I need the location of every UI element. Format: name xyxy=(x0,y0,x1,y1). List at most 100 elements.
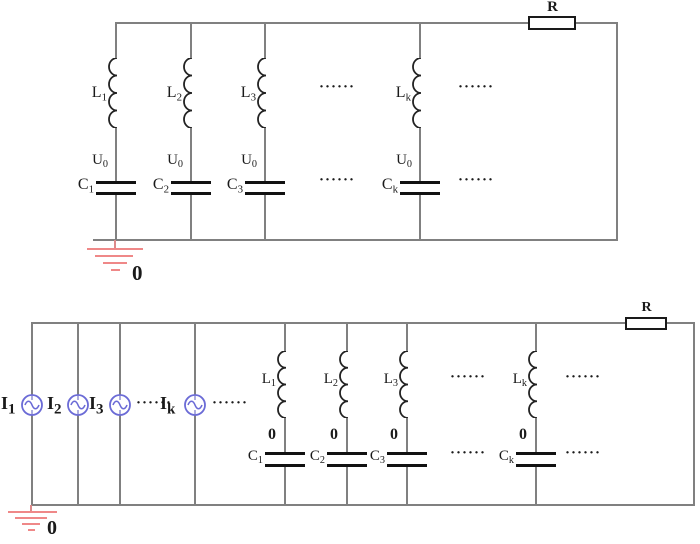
capacitor-symbol xyxy=(516,452,556,455)
capacitor-symbol xyxy=(171,192,211,195)
branch-wire xyxy=(346,418,348,452)
branch-wire xyxy=(535,467,537,504)
node-voltage-label: U0 xyxy=(396,152,412,171)
capacitor-symbol xyxy=(516,464,556,467)
capacitor-symbol xyxy=(327,464,367,467)
node-voltage-label: U0 xyxy=(167,152,183,171)
resistor-label: R xyxy=(547,0,558,15)
ellipsis-dots: ······ xyxy=(450,369,487,385)
ground-label: 0 xyxy=(132,261,143,285)
ac-current-source-icon xyxy=(21,394,43,416)
ground-label: 0 xyxy=(47,517,57,539)
branch-wire xyxy=(190,195,192,239)
branch-wire xyxy=(115,195,117,239)
branch-wire xyxy=(406,418,408,452)
bottom-circuit-top-wire xyxy=(31,322,695,324)
ellipsis-dots: ······ xyxy=(450,445,487,461)
inductor-symbol xyxy=(412,58,422,128)
capacitor-label: C3 xyxy=(369,448,385,467)
branch-wire xyxy=(419,195,421,239)
ellipsis-dots: ······ xyxy=(565,445,602,461)
inductor-label: L3 xyxy=(383,371,398,390)
node-voltage-label: 0 xyxy=(519,426,527,443)
branch-wire xyxy=(264,195,266,239)
bottom-circuit-bottom-wire xyxy=(31,504,695,506)
ellipsis-dots: ······ xyxy=(136,395,173,411)
capacitor-label: Ck xyxy=(381,176,398,196)
inductor-symbol xyxy=(277,351,287,418)
node-voltage-label: U0 xyxy=(241,152,257,171)
ellipsis-dots: ······ xyxy=(319,79,356,95)
capacitor-label: C2 xyxy=(309,448,325,467)
ac-current-source-icon xyxy=(109,394,131,416)
inductor-symbol xyxy=(528,351,538,418)
branch-wire xyxy=(115,22,117,58)
branch-wire xyxy=(346,467,348,504)
branch-wire xyxy=(284,322,286,352)
branch-wire xyxy=(535,322,537,352)
node-voltage-label: 0 xyxy=(330,426,338,443)
capacitor-symbol xyxy=(387,452,427,455)
branch-wire xyxy=(264,22,266,58)
inductor-label: L1 xyxy=(91,84,107,104)
current-source-label: I1 xyxy=(1,393,16,418)
branch-wire xyxy=(535,418,537,452)
inductor-symbol xyxy=(399,351,409,418)
branch-wire xyxy=(406,467,408,504)
top-circuit-top-wire xyxy=(115,22,618,24)
branch-wire xyxy=(190,22,192,58)
resistor-label: R xyxy=(641,300,652,315)
capacitor-symbol xyxy=(96,181,136,184)
capacitor-symbol xyxy=(265,464,305,467)
branch-wire xyxy=(284,467,286,504)
branch-wire xyxy=(264,128,266,181)
capacitor-label: C2 xyxy=(152,176,169,196)
inductor-symbol xyxy=(108,58,118,128)
inductor-label: L1 xyxy=(261,371,276,390)
ellipsis-dots: ······ xyxy=(458,79,495,95)
inductor-label: Lk xyxy=(512,371,527,390)
capacitor-label: C1 xyxy=(77,176,94,196)
inductor-symbol xyxy=(339,351,349,418)
capacitor-symbol xyxy=(400,181,440,184)
resistor-symbol xyxy=(528,16,576,30)
capacitor-symbol xyxy=(400,192,440,195)
branch-wire xyxy=(115,128,117,181)
node-voltage-label: 0 xyxy=(390,426,398,443)
ellipsis-dots: ······ xyxy=(458,172,495,188)
ac-current-source-icon xyxy=(67,394,89,416)
node-voltage-label: 0 xyxy=(268,426,276,443)
bottom-circuit-right-wire xyxy=(693,322,695,506)
capacitor-label: C3 xyxy=(226,176,243,196)
current-source-label: I3 xyxy=(89,393,104,418)
capacitor-label: Ck xyxy=(498,448,514,467)
inductor-symbol xyxy=(183,58,193,128)
inductor-label: L2 xyxy=(166,84,182,104)
branch-wire xyxy=(190,128,192,181)
capacitor-symbol xyxy=(387,464,427,467)
branch-wire xyxy=(284,418,286,452)
capacitor-symbol xyxy=(265,452,305,455)
top-circuit-bottom-wire xyxy=(93,239,618,241)
branch-wire xyxy=(346,322,348,352)
capacitor-symbol xyxy=(245,181,285,184)
capacitor-symbol xyxy=(171,181,211,184)
top-circuit-right-wire xyxy=(616,22,618,241)
inductor-label: L3 xyxy=(240,84,256,104)
inductor-label: L2 xyxy=(323,371,338,390)
capacitor-symbol xyxy=(96,192,136,195)
resistor-symbol xyxy=(625,317,667,330)
capacitor-label: C1 xyxy=(247,448,263,467)
ac-current-source-icon xyxy=(184,394,206,416)
inductor-label: Lk xyxy=(395,84,411,104)
branch-wire xyxy=(419,128,421,181)
node-voltage-label: U0 xyxy=(92,152,108,171)
ellipsis-dots: ······ xyxy=(565,369,602,385)
current-source-label: Ik xyxy=(160,393,176,418)
ellipsis-dots: ······ xyxy=(212,395,249,411)
inductor-symbol xyxy=(257,58,267,128)
capacitor-symbol xyxy=(327,452,367,455)
capacitor-symbol xyxy=(245,192,285,195)
current-source-label: I2 xyxy=(47,393,62,418)
